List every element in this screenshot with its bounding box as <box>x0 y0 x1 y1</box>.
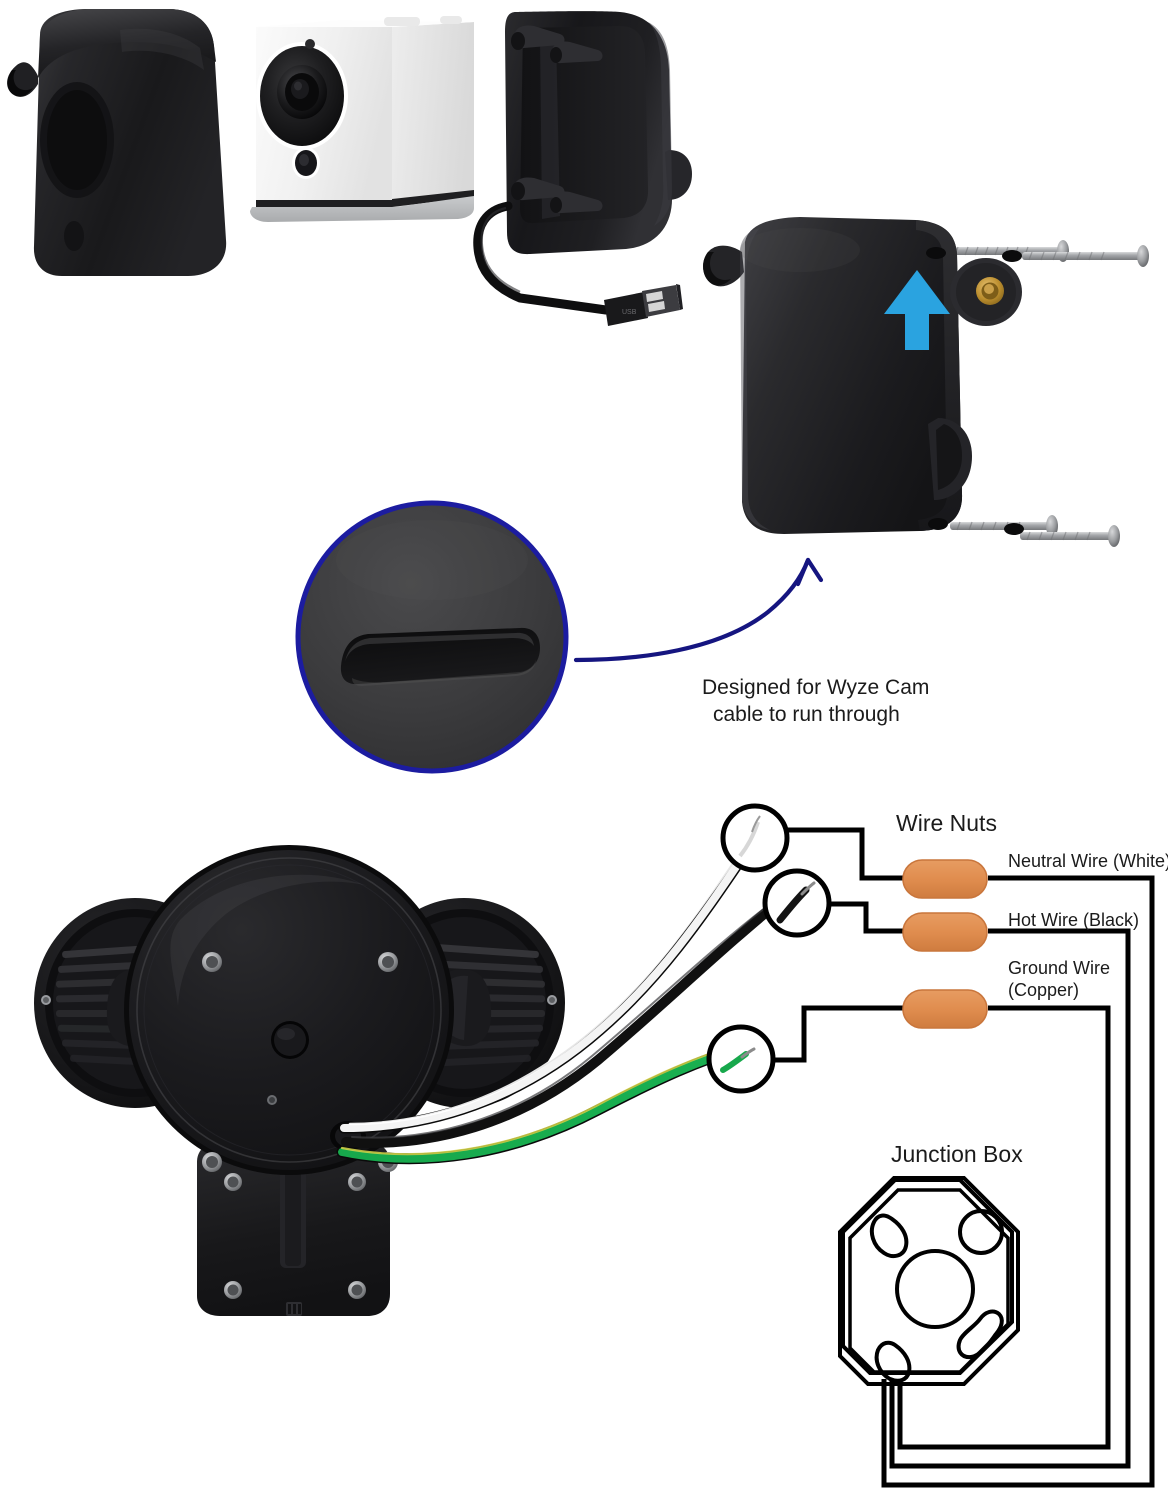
wire-nut-hot <box>902 912 988 952</box>
silicone-cover <box>7 9 227 276</box>
junction-box <box>838 1176 1020 1386</box>
label-ground-wire-line2: (Copper) <box>1008 980 1080 1000</box>
junction-box-heading: Junction Box <box>891 1141 1023 1167</box>
svg-text:USB: USB <box>622 309 637 316</box>
wire-nut-neutral <box>902 859 988 899</box>
floodlight-wires <box>336 852 791 1165</box>
mounting-screws <box>948 240 1149 547</box>
wire-nuts-heading: Wire Nuts <box>896 810 997 836</box>
label-ground-wire-line1: Ground Wire <box>1008 958 1111 978</box>
cable-slot-magnifier <box>295 500 569 774</box>
callout-text-line1: Designed for Wyze Cam <box>702 676 930 699</box>
wiring-schematic <box>768 827 1155 1488</box>
blue-arrow-icon <box>884 270 950 350</box>
label-hot-wire: Hot Wire (Black) <box>1008 910 1140 930</box>
callout-text-line2: cable to run through <box>713 703 900 726</box>
wire-nuts <box>902 859 988 1029</box>
floodlight-assembly <box>34 845 565 1316</box>
mount-bracket-front <box>505 11 692 255</box>
label-neutral-wire: Neutral Wire (White) <box>1008 851 1168 871</box>
wire-nut-ground <box>902 989 988 1029</box>
usb-cable: USB <box>473 201 683 326</box>
plate-screws <box>224 1173 366 1299</box>
wyze-camera <box>250 16 474 222</box>
callout-arrow-icon <box>573 557 824 663</box>
wire-connection-nodes <box>706 803 832 1094</box>
mount-bracket-back <box>703 217 1149 547</box>
